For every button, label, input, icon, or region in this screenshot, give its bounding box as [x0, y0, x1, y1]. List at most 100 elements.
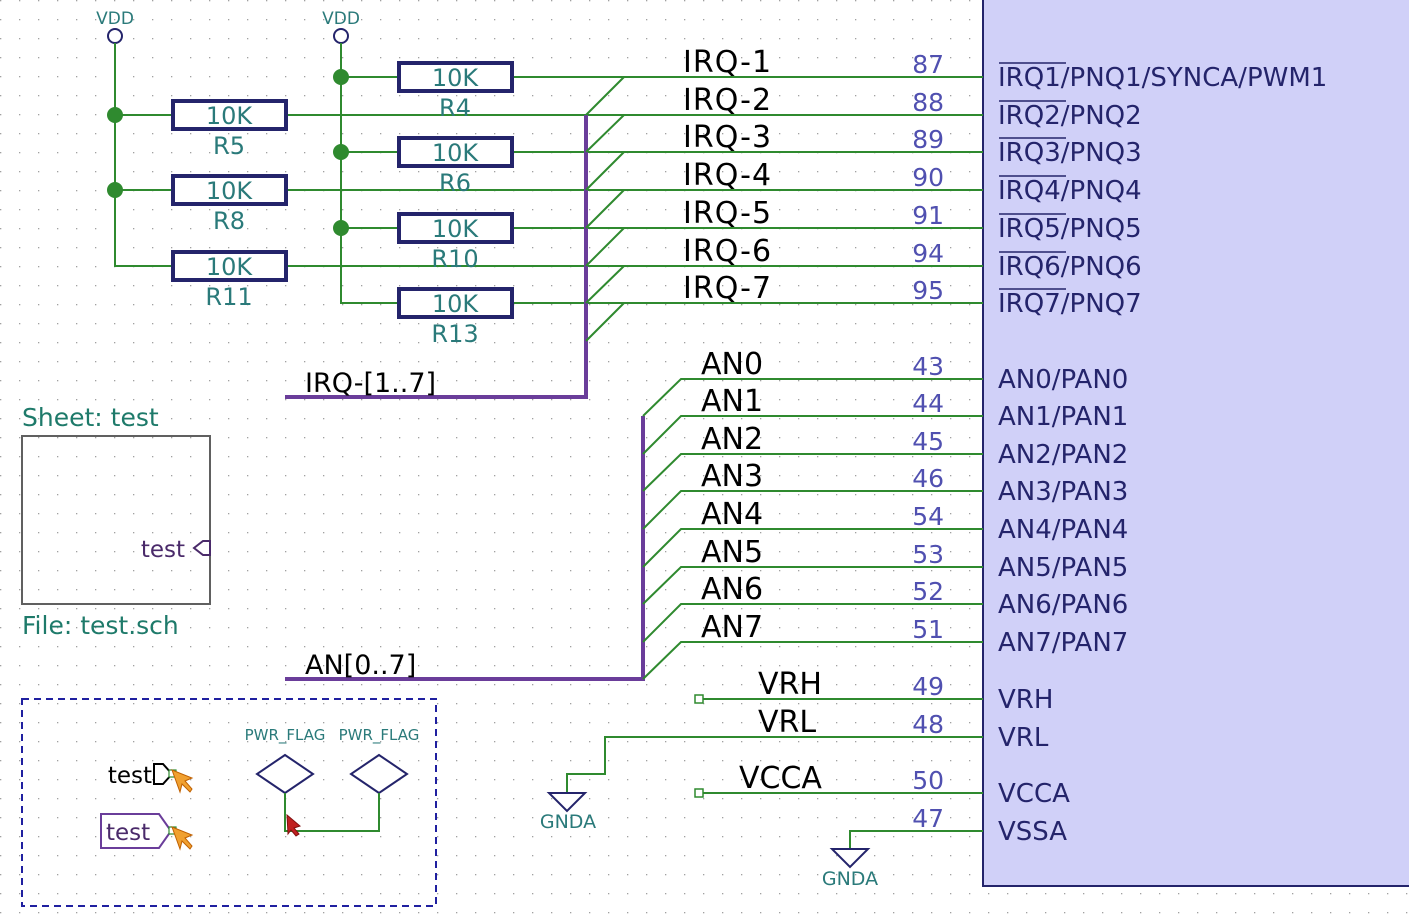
irq-bus[interactable] [285, 76, 625, 399]
resistor-net-wires [286, 76, 983, 304]
net-label[interactable]: IRQ-7 [683, 271, 772, 306]
irq-net-row[interactable]: IRQ-2 88 IRQ2/PNQ2 [683, 83, 1142, 131]
pin-number: 88 [912, 88, 944, 117]
pin-name-rest: /PNQ1/SYNCA/PWM1 [1061, 63, 1328, 93]
resistor-reference: R11 [205, 283, 252, 311]
net-label[interactable]: IRQ-2 [683, 83, 772, 118]
pin-name: AN7/PAN7 [998, 628, 1128, 658]
gnda-symbol-right[interactable]: GNDA [822, 848, 878, 890]
mcu-symbol-body[interactable] [982, 0, 1409, 887]
pin-name-rest: /PNQ2 [1061, 101, 1142, 131]
pin-name: AN4/PAN4 [998, 515, 1128, 545]
pin-name-overbar-part: IRQ2 [998, 101, 1061, 131]
pin-name-rest: /PNQ3 [1061, 138, 1142, 168]
pin-name: AN5/PAN5 [998, 553, 1128, 583]
pin-number: 90 [912, 163, 944, 192]
hierarchical-label-text: test [106, 820, 150, 846]
resistor-reference: R8 [213, 207, 245, 235]
net-label[interactable]: IRQ-5 [683, 196, 772, 231]
net-label[interactable]: AN1 [701, 384, 763, 419]
pin-name: AN0/PAN0 [998, 365, 1128, 395]
irq-bus-label[interactable]: IRQ-[1..7] [305, 368, 436, 399]
pin-name: IRQ1/PNQ1/SYNCA/PWM1 [998, 63, 1327, 93]
pin-name: IRQ2/PNQ2 [998, 101, 1142, 131]
sheet-name: Sheet: test [22, 403, 159, 432]
net-label[interactable]: IRQ-6 [683, 234, 772, 269]
global-label-test[interactable]: test [108, 763, 194, 794]
net-label[interactable]: AN0 [701, 347, 763, 382]
hierarchical-sheet[interactable]: Sheet: test test File: test.sch [21, 403, 211, 640]
global-label-text: test [108, 763, 152, 789]
pin-name-rest: /PNQ5 [1061, 214, 1142, 244]
pin-name: IRQ7/PNQ7 [998, 289, 1142, 319]
erc-marker-icon [286, 813, 302, 837]
pwr-flag-left[interactable]: PWR_FLAG [245, 726, 326, 795]
net-label[interactable]: VRL [758, 705, 816, 740]
pin-name: AN2/PAN2 [998, 440, 1128, 470]
pin-number: 94 [912, 239, 944, 268]
resistor-value: 10K [206, 253, 254, 281]
pin-number: 49 [912, 672, 944, 701]
pin-name-rest: /PNQ7 [1061, 289, 1142, 319]
sheet-pin-icon[interactable] [192, 540, 211, 556]
net-label[interactable]: IRQ-4 [683, 158, 772, 193]
pin-name: AN1/PAN1 [998, 402, 1128, 432]
resistor-value: 10K [432, 139, 480, 167]
hierarchical-label-test[interactable]: test [100, 813, 194, 851]
an-bus-label[interactable]: AN[0..7] [305, 650, 416, 681]
net-label[interactable]: AN6 [701, 572, 763, 607]
pin-number: 44 [912, 389, 944, 418]
net-label[interactable]: AN3 [701, 459, 763, 494]
net-label[interactable]: IRQ-3 [683, 120, 772, 155]
vdd-power-symbol-right[interactable]: VDD [322, 9, 360, 44]
pwr-flag-right[interactable]: PWR_FLAG [339, 726, 420, 795]
net-label[interactable]: AN4 [701, 497, 763, 532]
pin-name-overbar-part: IRQ5 [998, 214, 1061, 244]
net-label[interactable]: AN2 [701, 422, 763, 457]
net-label[interactable]: VRH [758, 667, 822, 702]
an-net-row[interactable]: AN1 44 AN1/PAN1 [701, 384, 1128, 432]
net-label[interactable]: AN5 [701, 535, 763, 570]
resistor-reference: R6 [439, 169, 471, 197]
gnda-symbol-left[interactable]: GNDA [540, 792, 596, 833]
net-label[interactable]: IRQ-1 [683, 45, 772, 80]
cursor-arrow-icon [171, 769, 194, 794]
pin-name: VRL [998, 723, 1049, 753]
vdd-label: VDD [96, 9, 134, 29]
pwr-flag-wire [284, 793, 380, 832]
net-label[interactable]: VCCA [739, 761, 822, 796]
an-bus[interactable] [285, 378, 983, 681]
resistor-reference: R4 [439, 94, 471, 122]
net-label[interactable]: AN7 [701, 610, 763, 645]
